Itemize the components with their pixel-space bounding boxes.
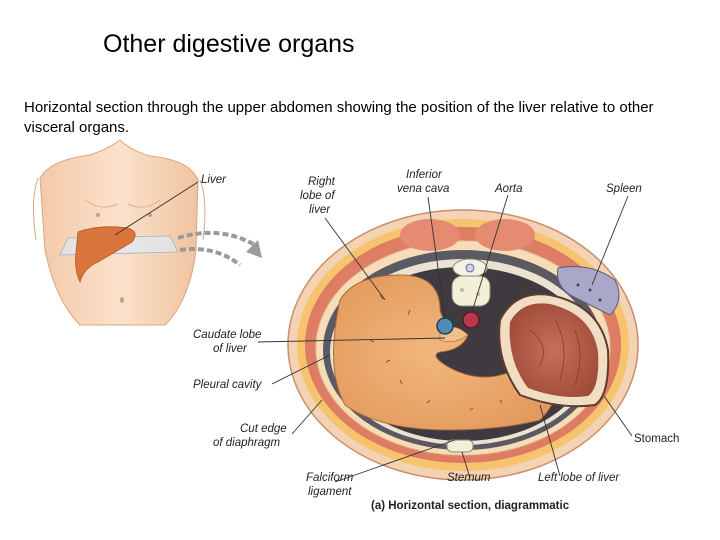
inferior-vena-cava-shape xyxy=(436,317,454,335)
label-ivc-2: vena cava xyxy=(397,183,449,195)
label-caudate-2: of liver xyxy=(213,343,248,355)
label-cut-edge-2: of diaphragm xyxy=(213,437,281,449)
label-falciform-1: Falciform xyxy=(306,472,354,484)
leader-lines xyxy=(114,181,633,483)
label-falciform-2: ligament xyxy=(308,486,352,498)
label-aorta: Aorta xyxy=(494,183,523,195)
section-arrow-2 xyxy=(179,247,242,267)
aorta-shape xyxy=(462,311,480,329)
section-arrow xyxy=(177,230,256,247)
label-stomach: Stomach xyxy=(634,433,679,445)
liver-section xyxy=(333,274,561,431)
spleen-shape xyxy=(557,266,620,316)
slide-title: Other digestive organs xyxy=(103,30,355,58)
sternum-shape xyxy=(446,439,474,453)
cross-section xyxy=(287,209,639,481)
torso-illustration xyxy=(32,139,262,326)
label-caudate-1: Caudate lobe xyxy=(193,329,261,341)
label-right-lobe-3: liver xyxy=(309,204,331,216)
stomach-shape xyxy=(498,293,610,408)
panel-label: (a) Horizontal section, diagrammatic xyxy=(371,500,570,512)
label-sternum: Sternum xyxy=(447,472,491,484)
liver-silhouette xyxy=(75,226,136,284)
label-ivc-1: Inferior xyxy=(406,169,443,181)
label-liver: Liver xyxy=(201,174,227,186)
figure-labels: Liver Right lobe of liver Inferior vena … xyxy=(193,169,679,512)
label-cut-edge-1: Cut edge xyxy=(240,423,287,435)
slide-caption: Horizontal section through the upper abd… xyxy=(24,99,654,136)
label-spleen: Spleen xyxy=(606,183,642,195)
label-pleural: Pleural cavity xyxy=(193,379,263,391)
vertebra xyxy=(451,258,491,307)
label-left-lobe: Left lobe of liver xyxy=(538,472,620,484)
label-right-lobe-2: lobe of xyxy=(300,190,336,202)
label-right-lobe-1: Right xyxy=(308,176,336,188)
